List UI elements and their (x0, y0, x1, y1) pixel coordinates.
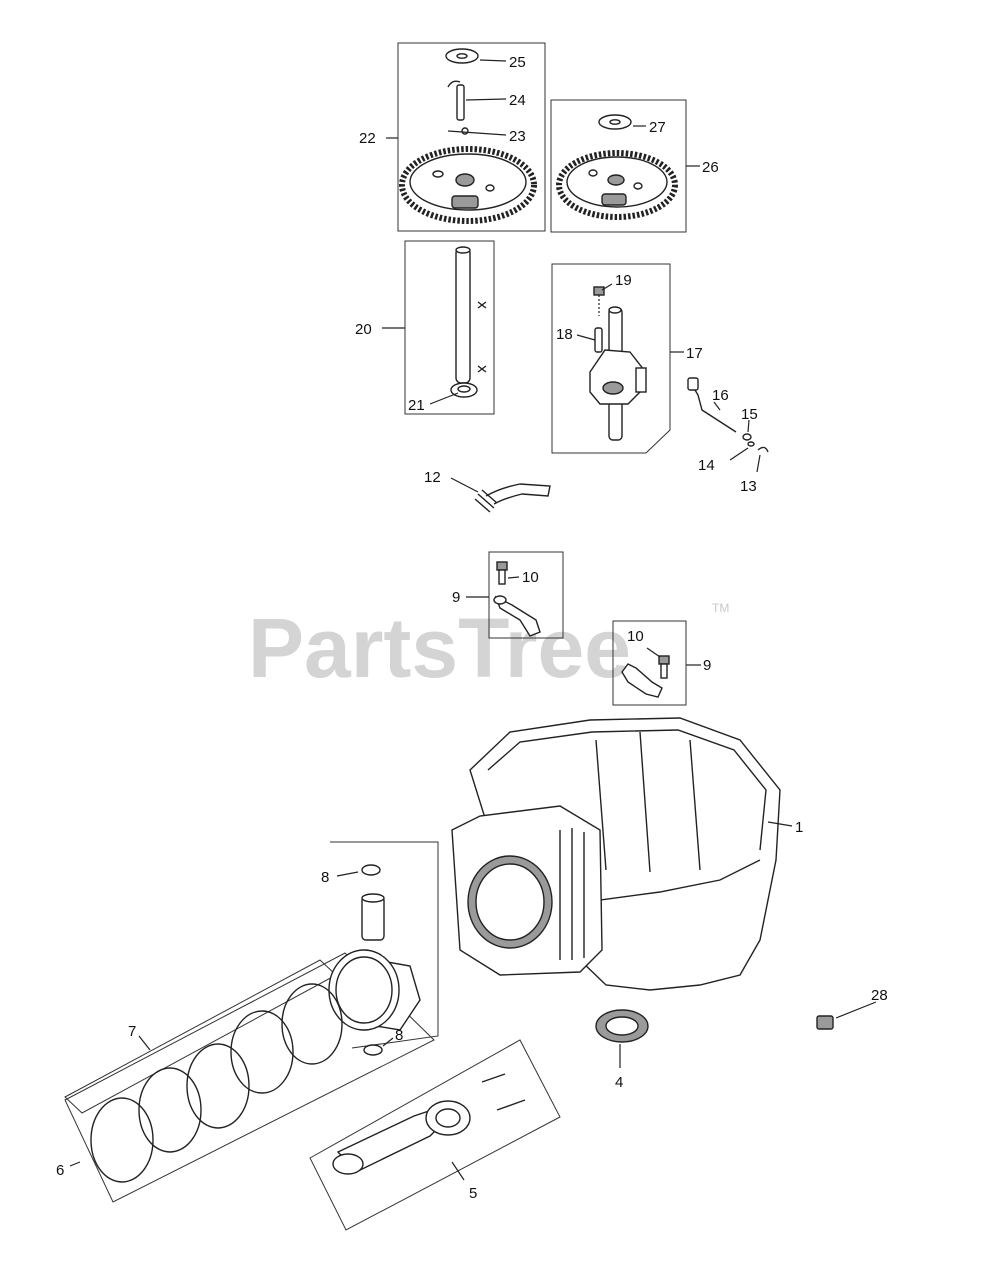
camshaft-gear-group-box (397, 42, 546, 232)
callout-10-lower: 10 (627, 628, 644, 645)
bracket-group-box-lower (612, 620, 687, 706)
callout-14: 14 (698, 457, 715, 474)
watermark: PartsTree (248, 601, 631, 695)
callout-20: 20 (355, 321, 372, 338)
callout-1: 1 (795, 819, 803, 836)
callout-27: 27 (649, 119, 666, 136)
piston-group-box (330, 841, 439, 1049)
bolt-part-10-upper (496, 561, 508, 585)
tube-part-12 (474, 483, 551, 513)
bracket-group-box-upper (488, 551, 564, 639)
ring-set-box (64, 952, 435, 1203)
callout-12: 12 (424, 469, 441, 486)
callout-19: 19 (615, 272, 632, 289)
bracket-part-9-upper (493, 595, 541, 637)
callout-8-upper: 8 (321, 869, 329, 886)
clip-part-8-lower (363, 1044, 383, 1056)
leader-lines (69, 59, 877, 1181)
callout-26: 26 (702, 159, 719, 176)
governor-group-box (551, 263, 671, 454)
callout-8-lower: 8 (395, 1027, 403, 1044)
watermark-trademark: TM (712, 601, 729, 615)
callout-6: 6 (56, 1162, 64, 1179)
callout-17: 17 (686, 345, 703, 362)
clip-part-13 (757, 446, 769, 453)
oil-seal-part-4 (595, 1009, 649, 1043)
bracket-part-9-lower (621, 663, 663, 698)
washer-part-21 (450, 382, 478, 398)
cam-gear-part-22 (399, 146, 537, 224)
callout-25: 25 (509, 54, 526, 71)
bolt-part-19 (593, 286, 605, 316)
connecting-rod-group-box (309, 1039, 561, 1231)
crankcase-part-1 (451, 717, 781, 991)
piston (328, 949, 421, 1031)
ball-part-23 (461, 127, 469, 135)
callout-10-upper: 10 (522, 569, 539, 586)
callout-4: 4 (615, 1074, 623, 1091)
governor-assembly-part-17 (589, 306, 647, 441)
shaft-group-box (404, 240, 495, 415)
callout-28: 28 (871, 987, 888, 1004)
callout-16: 16 (712, 387, 729, 404)
washer-part-15 (742, 433, 752, 441)
pin-part-18 (594, 327, 603, 353)
bolt-part-10-lower (658, 655, 670, 679)
piston-ring-part-6 (90, 1097, 154, 1183)
callout-15: 15 (741, 406, 758, 423)
callout-21: 21 (408, 397, 425, 414)
callout-5: 5 (469, 1185, 477, 1202)
piston-pin-part-8 (361, 893, 385, 941)
callout-13: 13 (740, 478, 757, 495)
washer-part-14 (747, 441, 755, 447)
callout-9-upper: 9 (452, 589, 460, 606)
washer-part-27 (598, 114, 632, 130)
callout-22: 22 (359, 130, 376, 147)
callout-24: 24 (509, 92, 526, 109)
lever-part-16 (687, 377, 737, 433)
callout-7: 7 (128, 1023, 136, 1040)
cam-gear-part-26 (556, 150, 678, 220)
plug-part-28 (816, 1015, 834, 1030)
callout-18: 18 (556, 326, 573, 343)
washer-part-25 (445, 48, 479, 64)
shaft-part-20 (455, 246, 487, 384)
callout-9-lower: 9 (703, 657, 711, 674)
pin-part-24 (447, 80, 465, 121)
connecting-rod-part-5 (332, 1073, 526, 1175)
piston-rings-part-7 (138, 983, 343, 1153)
ring-set-outer-edge (64, 959, 337, 1114)
clip-part-8-upper (361, 864, 381, 876)
callout-23: 23 (509, 128, 526, 145)
